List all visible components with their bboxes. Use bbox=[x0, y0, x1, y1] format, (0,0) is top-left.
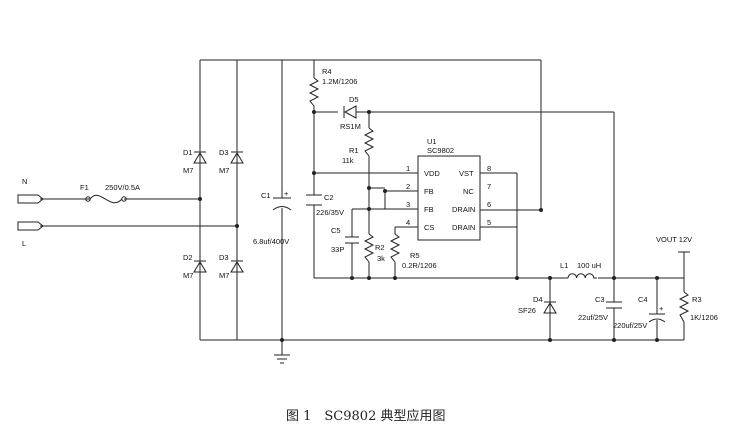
terminal-l: L bbox=[17, 221, 44, 248]
resistor-r3: R3 1K/1206 bbox=[678, 291, 718, 323]
label-l: L bbox=[22, 239, 26, 248]
component-label: 220uf/25V bbox=[613, 321, 647, 330]
component-label: 33P bbox=[331, 245, 344, 254]
component-label: R3 bbox=[692, 295, 702, 304]
component-label: 11k bbox=[342, 156, 354, 165]
resistor-r5: R5 0.2R/1206 bbox=[389, 233, 437, 270]
capacitor-c4: + C4 220uf/25V bbox=[613, 295, 666, 330]
component-label: NC bbox=[463, 187, 474, 196]
component-label: DRAIN bbox=[452, 205, 475, 214]
component-label: 5 bbox=[487, 218, 491, 227]
component-label: 100 uH bbox=[577, 261, 601, 270]
component-label: 226/35V bbox=[316, 208, 344, 217]
component-label: CS bbox=[424, 223, 434, 232]
component-label: FB bbox=[424, 205, 434, 214]
component-label: C2 bbox=[324, 193, 334, 202]
component-label: 3k bbox=[377, 254, 385, 263]
component-label: D5 bbox=[349, 95, 359, 104]
component-label: 8 bbox=[487, 164, 491, 173]
component-label: L1 bbox=[560, 261, 568, 270]
component-label: VST bbox=[459, 169, 474, 178]
component-label: 7 bbox=[487, 182, 491, 191]
component-label: R5 bbox=[410, 251, 420, 260]
capacitor-c3: C3 22uf/25V bbox=[578, 295, 622, 322]
ic-part: SC9802 bbox=[427, 146, 454, 155]
component-label: M7 bbox=[183, 166, 193, 175]
component-label: M7 bbox=[183, 271, 193, 280]
wires bbox=[40, 59, 690, 355]
diode-d2: D2 M7 bbox=[183, 253, 207, 280]
inductor-l1: L1 100 uH bbox=[560, 261, 601, 279]
component-label: 1K/1206 bbox=[690, 313, 718, 322]
diode-d4: D4 SF26 bbox=[518, 295, 557, 315]
component-label: 6.8uf/400V bbox=[253, 237, 289, 246]
fuse-value: 250V/0.5A bbox=[105, 183, 140, 192]
component-label: RS1M bbox=[340, 122, 361, 131]
component-label: R1 bbox=[349, 146, 359, 155]
resistor-r1: R1 11k bbox=[342, 127, 375, 165]
component-label: 4 bbox=[406, 218, 410, 227]
component-label: + bbox=[659, 304, 664, 313]
resistor-r4: R4 1.2M/1206 bbox=[308, 67, 357, 107]
component-label: VDD bbox=[424, 169, 440, 178]
figure-caption: 图 1 SC9802 典型应用图 bbox=[286, 408, 445, 424]
component-label: + bbox=[284, 189, 289, 198]
component-label: R2 bbox=[375, 243, 385, 252]
component-label: 0.2R/1206 bbox=[402, 261, 437, 270]
component-label: D4 bbox=[533, 295, 543, 304]
diode-d3-bottom: D3 M7 bbox=[219, 253, 244, 280]
capacitor-c1: + C1 6.8uf/400V bbox=[253, 189, 292, 246]
component-label: C4 bbox=[638, 295, 648, 304]
capacitor-c5: C5 33P bbox=[331, 226, 359, 254]
component-label: 22uf/25V bbox=[578, 313, 608, 322]
component-label: SF26 bbox=[518, 306, 536, 315]
component-label: D3 bbox=[219, 253, 229, 262]
diode-d3-top: D3 M7 bbox=[219, 148, 244, 175]
junction-dots bbox=[198, 110, 659, 342]
component-label: 1.2M/1206 bbox=[322, 77, 357, 86]
capacitor-c2: C2 226/35V bbox=[306, 193, 344, 217]
component-label: C5 bbox=[331, 226, 341, 235]
diode-d1: D1 M7 bbox=[183, 148, 207, 175]
component-label: M7 bbox=[219, 271, 229, 280]
fuse-ref: F1 bbox=[80, 183, 89, 192]
component-label: R4 bbox=[322, 67, 332, 76]
label-n: N bbox=[22, 177, 27, 186]
component-label: FB bbox=[424, 187, 434, 196]
component-label: C3 bbox=[595, 295, 605, 304]
ic-ref: U1 bbox=[427, 137, 437, 146]
ic-u1: U1 SC9802 1 VDD 2 FB 3 FB 4 CS 8 VST 7 N… bbox=[406, 137, 491, 241]
terminal-n: N bbox=[17, 177, 44, 204]
component-label: C1 bbox=[261, 191, 271, 200]
component-label: 6 bbox=[487, 200, 491, 209]
component-label: M7 bbox=[219, 166, 229, 175]
component-label: D2 bbox=[183, 253, 193, 262]
component-label: 1 bbox=[406, 164, 410, 173]
component-label: D1 bbox=[183, 148, 193, 157]
vout-label: VOUT 12V bbox=[656, 235, 692, 244]
resistor-r2: R2 3k bbox=[363, 233, 385, 263]
component-label: D3 bbox=[219, 148, 229, 157]
fuse-f1: F1 250V/0.5A bbox=[80, 183, 140, 204]
component-label: 2 bbox=[406, 182, 410, 191]
component-label: DRAIN bbox=[452, 223, 475, 232]
component-label: 3 bbox=[406, 200, 410, 209]
diode-d5: D5 RS1M bbox=[340, 95, 361, 131]
ground-symbol bbox=[274, 354, 290, 364]
